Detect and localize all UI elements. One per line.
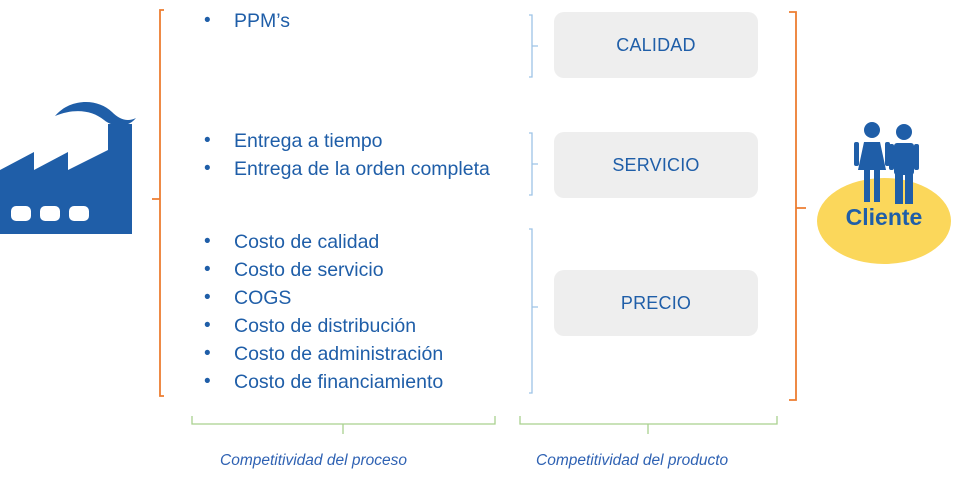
factory-icon [0,101,136,234]
right-bracket [789,11,806,401]
pillar-precio: PRECIO [554,270,758,336]
process-group-quality: PPM’s [204,7,290,35]
price-bracket [529,228,538,394]
customer-badge [817,178,951,264]
list-item: Costo de servicio [204,256,443,284]
list-item: COGS [204,284,443,312]
list-item: Costo de calidad [204,228,443,256]
left-bracket [152,9,164,397]
pillar-calidad: CALIDAD [554,12,758,78]
process-group-price: Costo de calidad Costo de servicio COGS … [204,228,443,396]
list-item: Costo de financiamiento [204,368,443,396]
list-item: Costo de distribución [204,312,443,340]
quality-bracket [529,14,538,78]
process-group-service: Entrega a tiempo Entrega de la orden com… [204,127,490,183]
list-item: PPM’s [204,7,290,35]
process-caption: Competitividad del proceso [220,452,407,469]
list-item: Entrega a tiempo [204,127,490,155]
process-bracket [191,416,496,434]
list-item: Entrega de la orden completa [204,155,490,183]
customer-couple-icon [854,122,919,204]
customer-label: Cliente [845,204,923,230]
pillar-servicio: SERVICIO [554,132,758,198]
product-caption: Competitividad del producto [536,452,729,469]
product-bracket [519,416,778,434]
list-item: Costo de administración [204,340,443,368]
service-bracket [529,132,538,196]
